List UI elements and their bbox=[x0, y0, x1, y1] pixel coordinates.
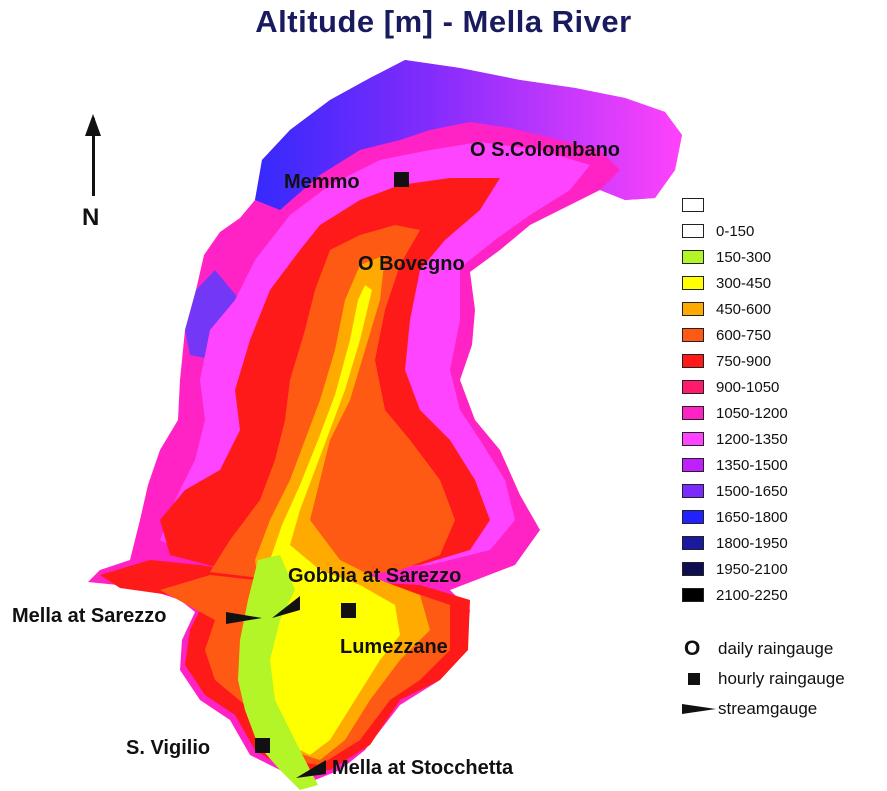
legend-item: 1200-1350 bbox=[682, 426, 788, 452]
altitude-legend: 0-150 150-300 300-450 450-600 600-750 750-900… bbox=[682, 192, 788, 608]
legend-item: 1950-2100 bbox=[682, 556, 788, 582]
streamgauge-icon bbox=[682, 704, 716, 714]
legend-item: 300-450 bbox=[682, 270, 788, 296]
legend-label: 1200-1350 bbox=[716, 430, 788, 448]
key-stream: streamgauge bbox=[682, 694, 845, 724]
hourly-raingauge-icon bbox=[688, 673, 700, 685]
legend-swatch bbox=[682, 588, 704, 602]
key-daily: O daily raingauge bbox=[682, 634, 845, 664]
north-arrow: N bbox=[80, 114, 108, 238]
legend-item: 0-150 bbox=[682, 218, 788, 244]
label-stocchetta: Mella at Stocchetta bbox=[332, 757, 514, 779]
legend-item: 1500-1650 bbox=[682, 478, 788, 504]
legend-label: 1800-1950 bbox=[716, 534, 788, 552]
key-daily-label: daily raingauge bbox=[718, 639, 834, 658]
legend-item: 900-1050 bbox=[682, 374, 788, 400]
legend-item bbox=[682, 192, 788, 218]
legend-item: 1350-1500 bbox=[682, 452, 788, 478]
legend-swatch bbox=[682, 302, 704, 316]
legend-item: 1050-1200 bbox=[682, 400, 788, 426]
legend-item: 600-750 bbox=[682, 322, 788, 348]
legend-swatch bbox=[682, 458, 704, 472]
label-bovegno: O Bovegno bbox=[358, 253, 465, 275]
legend-item: 750-900 bbox=[682, 348, 788, 374]
legend-label: 300-450 bbox=[716, 274, 772, 292]
legend-swatch bbox=[682, 354, 704, 368]
gobbia-streamgauge-icon bbox=[272, 596, 300, 618]
legend-swatch bbox=[682, 406, 704, 420]
key-hourly: hourly raingauge bbox=[682, 664, 845, 694]
legend-swatch bbox=[682, 250, 704, 264]
legend-swatch bbox=[682, 510, 704, 524]
legend-swatch bbox=[682, 198, 704, 212]
legend-swatch bbox=[682, 276, 704, 290]
symbol-key: O daily raingauge hourly raingauge strea… bbox=[682, 634, 845, 724]
legend-label: 1050-1200 bbox=[716, 404, 788, 422]
legend-swatch bbox=[682, 484, 704, 498]
legend-label: 150-300 bbox=[716, 248, 772, 266]
legend-item: 150-300 bbox=[682, 244, 788, 270]
legend-item: 450-600 bbox=[682, 296, 788, 322]
lumezzane-marker bbox=[341, 603, 356, 618]
legend-item: 1800-1950 bbox=[682, 530, 788, 556]
mella-sarezzo-streamgauge-icon bbox=[226, 612, 262, 624]
high-ridge-north bbox=[255, 60, 682, 210]
label-lumezzane: Lumezzane bbox=[340, 636, 448, 658]
legend-label: 1950-2100 bbox=[716, 560, 788, 578]
legend-swatch bbox=[682, 536, 704, 550]
label-memmo: Memmo bbox=[284, 171, 360, 193]
key-hourly-label: hourly raingauge bbox=[718, 669, 845, 688]
legend-swatch bbox=[682, 380, 704, 394]
legend-label: 1500-1650 bbox=[716, 482, 788, 500]
key-stream-label: streamgauge bbox=[718, 699, 818, 718]
legend-label: 600-750 bbox=[716, 326, 772, 344]
legend-swatch bbox=[682, 328, 704, 342]
legend-swatch bbox=[682, 432, 704, 446]
legend-label: 450-600 bbox=[716, 300, 772, 318]
legend-label: 900-1050 bbox=[716, 378, 780, 396]
legend-item: 1650-1800 bbox=[682, 504, 788, 530]
stocchetta-streamgauge-icon bbox=[296, 760, 326, 778]
label-gobbia: Gobbia at Sarezzo bbox=[288, 565, 461, 587]
memmo-marker bbox=[394, 172, 409, 187]
legend-label: 0-150 bbox=[716, 222, 755, 240]
map-title: Altitude [m] - Mella River bbox=[255, 4, 632, 39]
band-300 bbox=[252, 285, 400, 755]
label-mella-sarezzo: Mella at Sarezzo bbox=[12, 605, 167, 627]
daily-raingauge-icon: O bbox=[684, 637, 701, 660]
legend-label: 750-900 bbox=[716, 352, 772, 370]
legend-item: 2100-2250 bbox=[682, 582, 788, 608]
north-arrow-shaft bbox=[92, 118, 95, 196]
legend-swatch bbox=[682, 562, 704, 576]
vigilio-marker bbox=[255, 738, 270, 753]
label-colombano: O S.Colombano bbox=[470, 139, 620, 161]
legend-label: 1350-1500 bbox=[716, 456, 788, 474]
north-label: N bbox=[82, 204, 100, 231]
label-vigilio: S. Vigilio bbox=[126, 737, 210, 759]
band-150 bbox=[238, 555, 318, 790]
legend-label: 1650-1800 bbox=[716, 508, 788, 526]
legend-label: 2100-2250 bbox=[716, 586, 788, 604]
legend-swatch bbox=[682, 224, 704, 238]
